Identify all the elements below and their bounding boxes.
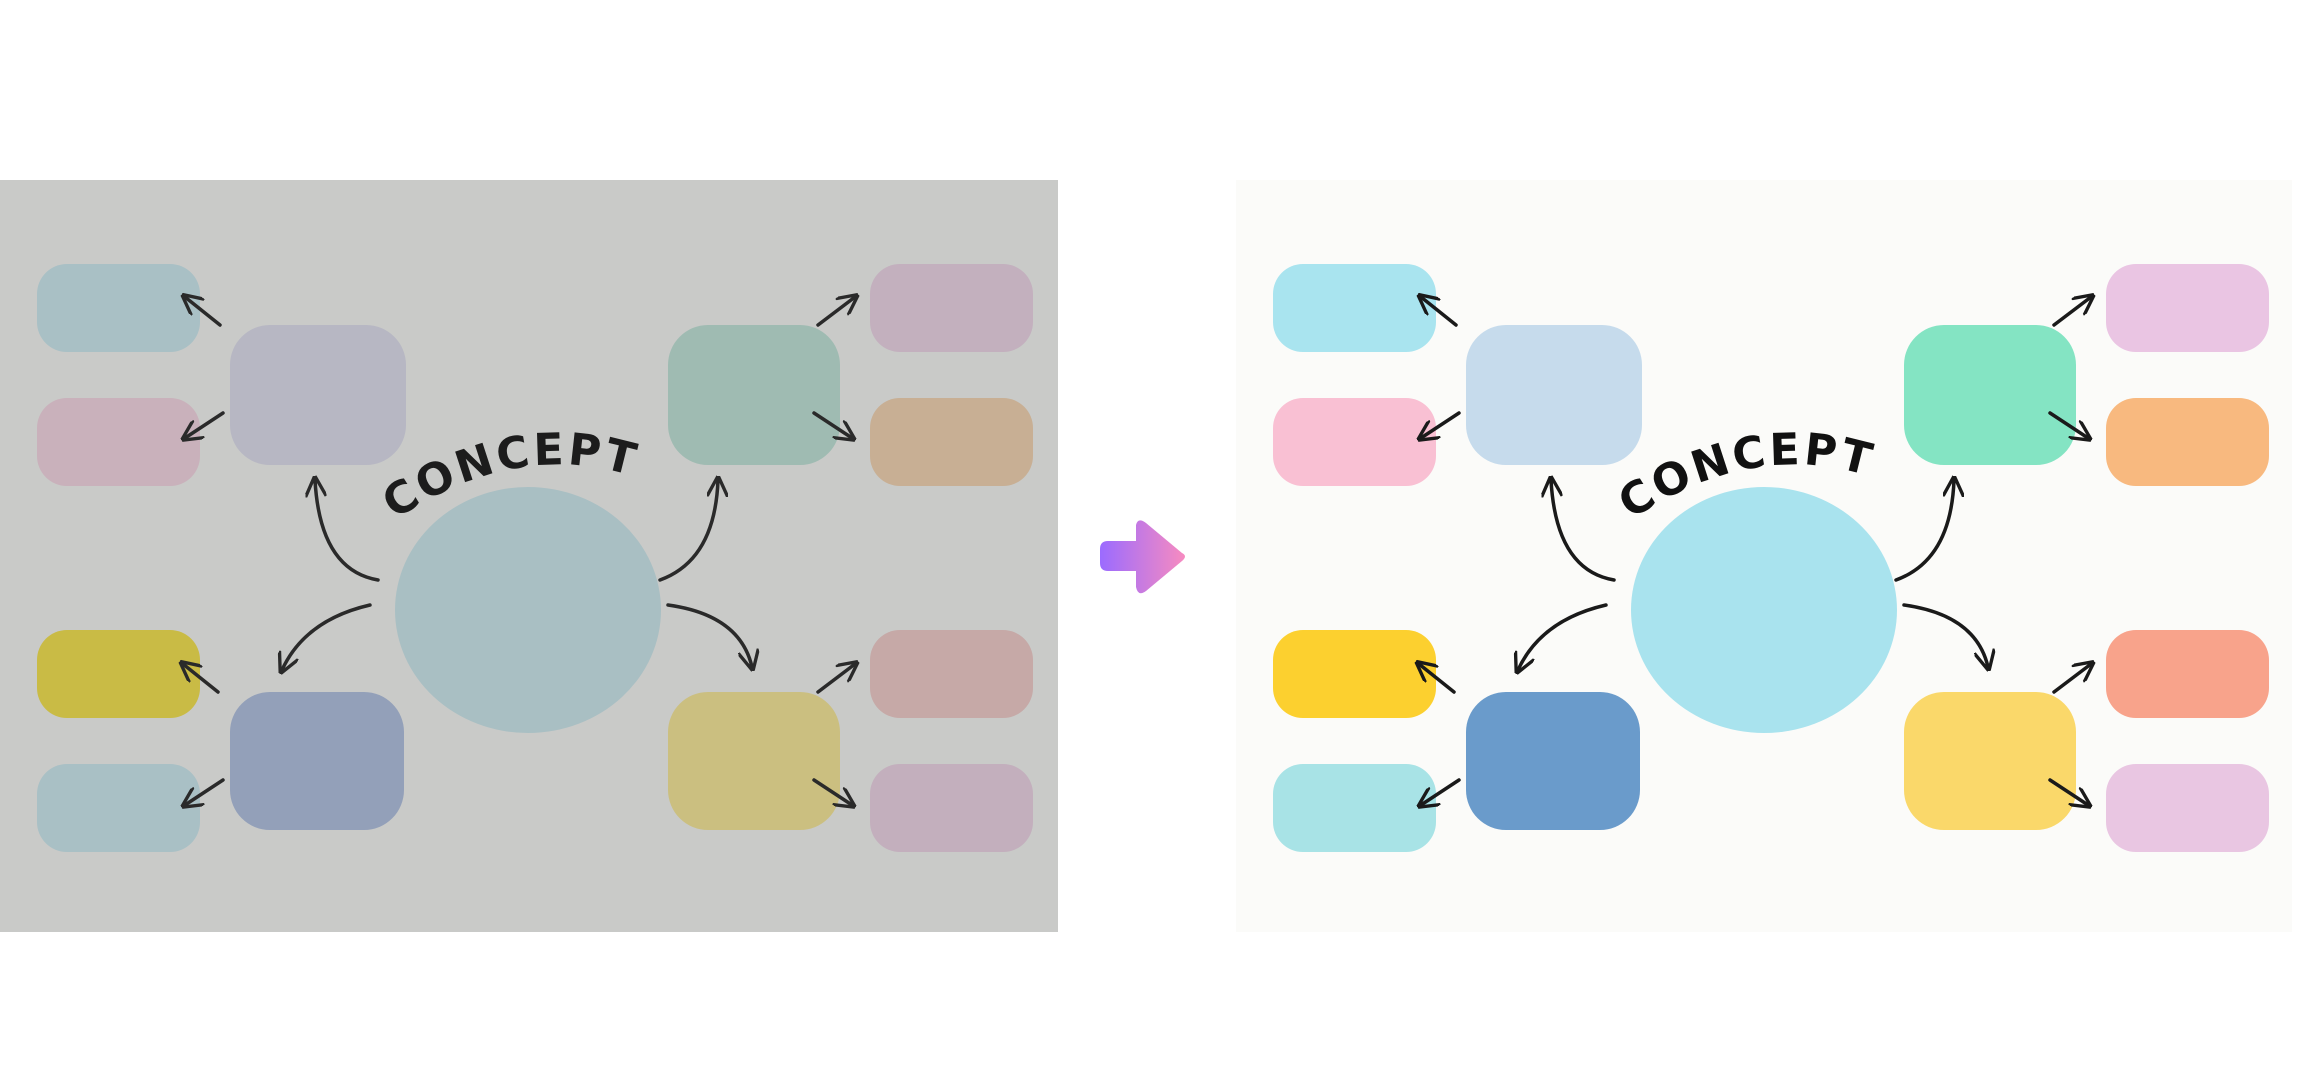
arrow-to-leaf-top-left-2 xyxy=(1421,411,1461,438)
arrow-to-leaf-bottom-right-2 xyxy=(2048,778,2088,805)
mid-node-bottom-right xyxy=(1904,692,2076,830)
leaf-node-bottom-right-1 xyxy=(870,630,1033,718)
arrow-to-leaf-bottom-right-2 xyxy=(812,778,852,805)
arrow-center-to-top-right xyxy=(658,480,718,582)
transition-arrow-icon xyxy=(1098,515,1190,597)
arrow-center-to-bottom-right xyxy=(1902,603,1988,667)
arrow-to-leaf-top-left-1 xyxy=(185,297,222,327)
mid-node-top-left xyxy=(230,325,406,465)
arrow-to-leaf-top-right-2 xyxy=(812,411,852,438)
arrow-center-to-top-left xyxy=(315,480,380,582)
arrow-center-to-bottom-right xyxy=(666,603,752,667)
arrow-to-leaf-top-right-2 xyxy=(2048,411,2088,438)
leaf-node-top-left-1 xyxy=(1273,264,1436,352)
mid-node-top-right xyxy=(668,325,840,465)
leaf-node-top-right-1 xyxy=(2106,264,2269,352)
mid-node-top-right xyxy=(1904,325,2076,465)
concept-map-after-diagram: CONCEPT MAP xyxy=(1236,180,2292,932)
arrow-to-leaf-bottom-right-1 xyxy=(816,664,855,694)
arrow-to-leaf-bottom-left-2 xyxy=(1421,778,1461,805)
concept-map-before-diagram: CONCEPT MAP xyxy=(0,180,1058,932)
leaf-node-top-right-1 xyxy=(870,264,1033,352)
arrow-center-to-top-left xyxy=(1551,480,1616,582)
arrow-to-leaf-top-right-1 xyxy=(2052,297,2091,327)
arrow-to-leaf-bottom-left-1 xyxy=(1419,664,1456,694)
arrow-to-leaf-bottom-left-2 xyxy=(185,778,225,805)
concept-map-before-panel: CONCEPT MAP xyxy=(0,180,1058,932)
arrow-to-leaf-top-left-1 xyxy=(1421,297,1458,327)
leaf-node-bottom-left-2 xyxy=(1273,764,1436,852)
arrow-to-leaf-bottom-right-1 xyxy=(2052,664,2091,694)
leaf-node-bottom-left-1 xyxy=(37,630,200,718)
leaf-node-bottom-left-1 xyxy=(1273,630,1436,718)
leaf-node-top-left-2 xyxy=(37,398,200,486)
arrow-center-to-top-right xyxy=(1894,480,1954,582)
transition-arrow-shape xyxy=(1100,520,1185,594)
concept-map-after-panel: CONCEPT MAP xyxy=(1236,180,2292,932)
leaf-node-top-right-2 xyxy=(2106,398,2269,486)
center-node xyxy=(395,487,661,733)
arrow-center-to-bottom-left xyxy=(282,603,372,670)
mid-node-bottom-right xyxy=(668,692,840,830)
arrow-to-leaf-top-left-2 xyxy=(185,411,225,438)
arrow-to-leaf-bottom-left-1 xyxy=(183,664,220,694)
leaf-node-bottom-left-2 xyxy=(37,764,200,852)
leaf-node-top-left-1 xyxy=(37,264,200,352)
leaf-node-bottom-right-1 xyxy=(2106,630,2269,718)
mid-node-bottom-left xyxy=(230,692,404,830)
mid-node-bottom-left xyxy=(1466,692,1640,830)
leaf-node-top-right-2 xyxy=(870,398,1033,486)
leaf-node-bottom-right-2 xyxy=(870,764,1033,852)
mid-node-top-left xyxy=(1466,325,1642,465)
arrow-to-leaf-top-right-1 xyxy=(816,297,855,327)
arrow-center-to-bottom-left xyxy=(1518,603,1608,670)
leaf-node-top-left-2 xyxy=(1273,398,1436,486)
center-node xyxy=(1631,487,1897,733)
leaf-node-bottom-right-2 xyxy=(2106,764,2269,852)
